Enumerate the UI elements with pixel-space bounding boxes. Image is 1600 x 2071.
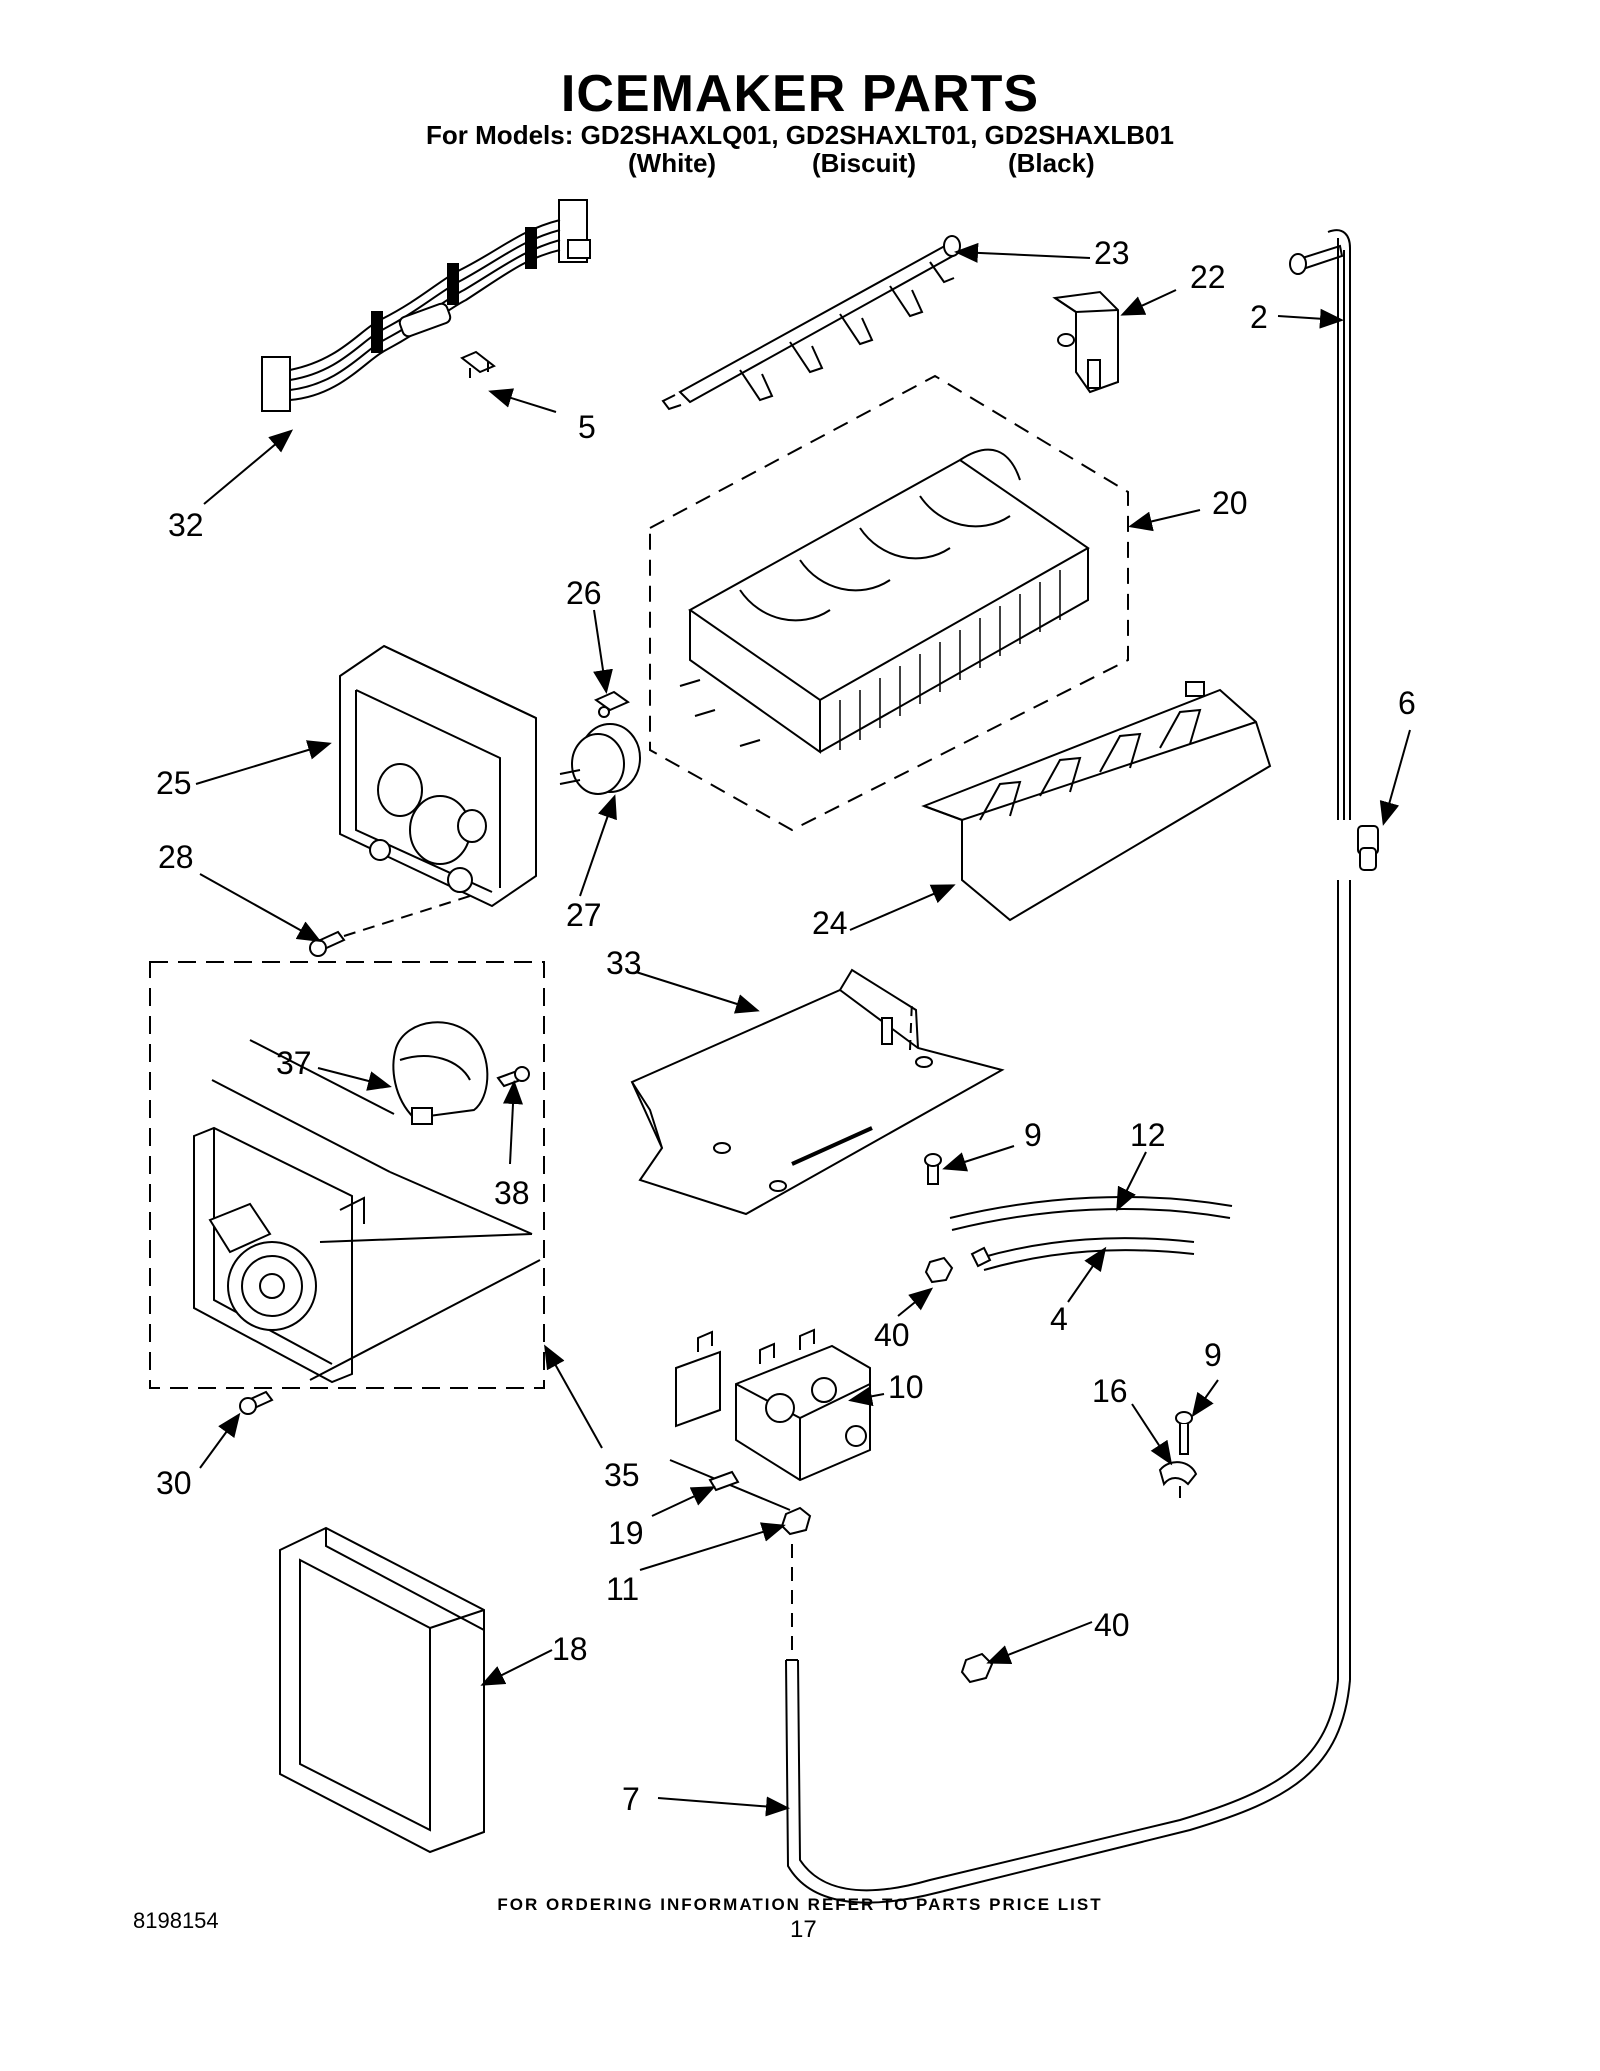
part-label: 37 [276,1045,312,1081]
part-nut-40a [924,1256,954,1284]
part-motor [392,1021,489,1125]
part-ejector-shaft [661,235,962,411]
part-mounting-plate [630,968,1005,1216]
part-label: 40 [1094,1607,1130,1643]
page-title: ICEMAKER PARTS [560,65,1040,123]
part-label: 28 [158,839,194,875]
part-label: 4 [1050,1301,1068,1337]
screw-line [343,895,471,937]
document-number: 8198154 [133,1908,219,1933]
part-label: 19 [608,1515,644,1551]
part-label: 12 [1130,1117,1166,1153]
part-label: 35 [604,1457,640,1493]
part-label: 30 [156,1465,192,1501]
part-screw-38 [496,1066,530,1088]
part-label: 11 [606,1571,639,1607]
part-shutoff-arm-clip [593,690,631,718]
part-label: 25 [156,765,192,801]
part-clip [460,350,496,378]
part-screw-9b [1175,1411,1193,1455]
part-label: 27 [566,897,602,933]
part-tubes [949,1196,1233,1271]
color-white: (White) [628,148,717,178]
part-insulation [279,1526,485,1854]
part-label: 20 [1212,485,1248,521]
part-screw-30 [239,1390,274,1415]
part-label: 7 [622,1781,640,1817]
part-label: 26 [566,575,602,611]
part-label: 18 [552,1631,588,1667]
part-tube-coupling [1357,825,1379,871]
page-number: 17 [790,1916,817,1943]
part-water-valve [669,1328,871,1511]
part-control-housing [339,644,537,908]
part-screw-28 [309,930,346,957]
color-biscuit: (Biscuit) [812,148,916,178]
part-label: 9 [1204,1337,1222,1373]
part-switch-motor [559,723,641,795]
part-label: 23 [1094,235,1130,271]
part-label: 10 [888,1369,924,1405]
part-number-labels: 23 22 2 5 32 20 26 25 6 28 27 24 33 37 9… [156,235,1416,1817]
part-screw-9a [924,1153,942,1185]
part-label: 9 [1024,1117,1042,1153]
ordering-note: FOR ORDERING INFORMATION REFER TO PARTS … [497,1895,1103,1914]
part-label: 32 [168,507,204,543]
part-nut-11 [780,1506,812,1536]
models-line: For Models: GD2SHAXLQ01, GD2SHAXLT01, GD… [426,120,1174,150]
part-nut-40b [960,1652,994,1684]
part-tube-clamp [1158,1461,1198,1498]
part-fill-tube [785,229,1351,1904]
part-label: 16 [1092,1373,1128,1409]
part-label: 6 [1398,685,1416,721]
part-label: 2 [1250,299,1268,335]
part-fill-cup-bracket [1052,290,1119,394]
part-icemaker-module [149,961,545,1389]
color-black: (Black) [1008,148,1095,178]
part-wire-harness [261,199,591,412]
part-label: 22 [1190,259,1226,295]
part-mold-cover [921,681,1272,922]
part-label: 5 [578,409,596,445]
leader-lines [195,242,1411,1817]
part-label: 33 [606,945,642,981]
part-ice-mold [649,374,1129,832]
part-label: 38 [494,1175,530,1211]
part-label: 24 [812,905,848,941]
part-label: 40 [874,1317,910,1353]
